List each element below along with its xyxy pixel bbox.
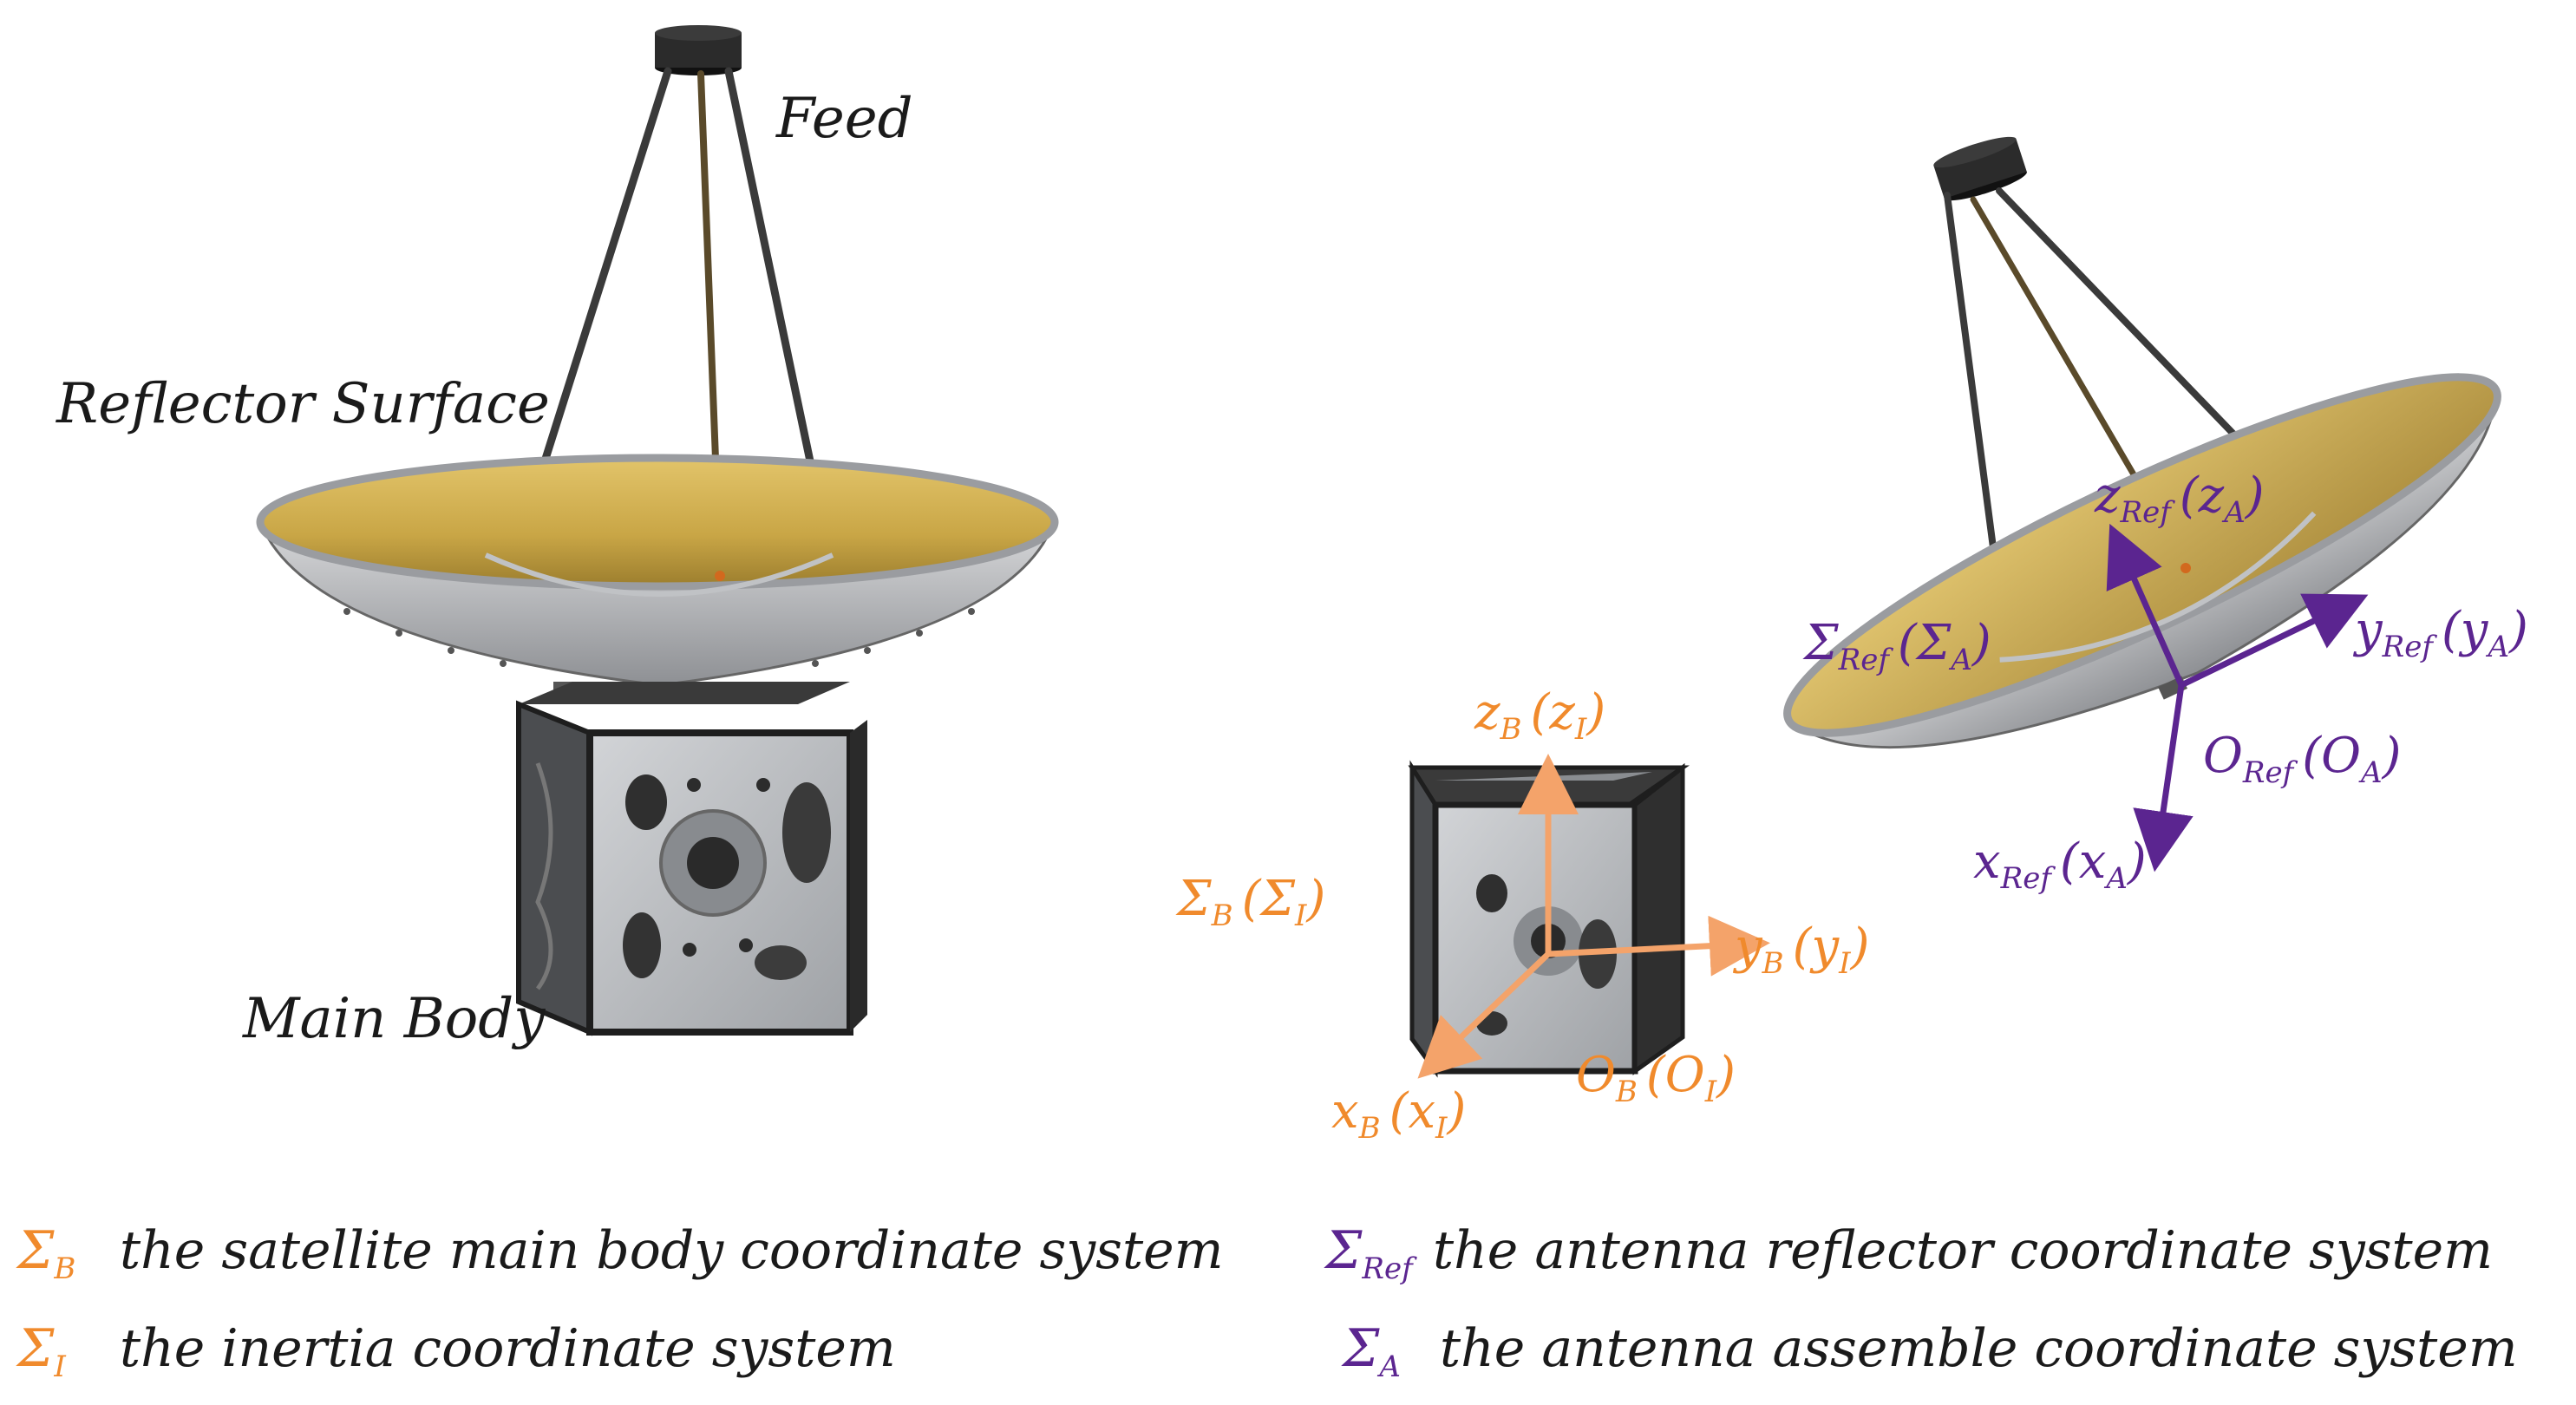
legend-text-a: the antenna assemble coordinate system: [1440, 1318, 2518, 1379]
feed-cap-right: [1933, 136, 2027, 201]
legend-text-b: the satellite main body coordinate syste…: [120, 1220, 1223, 1281]
ref-x-axis: [2133, 682, 2194, 872]
legend-symbol-ref: ΣRef: [1324, 1220, 1417, 1286]
label-sigma-b: ΣB(ΣI): [1175, 871, 1325, 933]
label-o-ref: ORef(OA): [2203, 728, 2401, 790]
body-axes: [1417, 754, 1770, 1079]
label-sigma-ref: ΣRef(ΣA): [1802, 615, 1991, 677]
legend-text-i: the inertia coordinate system: [120, 1318, 896, 1379]
legend-symbol-i: ΣI: [16, 1318, 66, 1384]
body-y-axis: [1545, 915, 1770, 977]
ref-axes: [2106, 523, 2369, 872]
label-z-ref: zRef(zA): [2094, 467, 2265, 530]
cube-middle: [1408, 754, 1770, 1079]
legend: ΣB the satellite main body coordinate sy…: [16, 1220, 2518, 1384]
label-z-b: zB(zI): [1474, 684, 1605, 747]
label-reflector-surface: Reflector Surface: [56, 372, 550, 436]
reflector-right: [1783, 136, 2501, 872]
legend-symbol-b: ΣB: [16, 1220, 75, 1286]
label-feed: Feed: [775, 87, 913, 151]
reflector-dish-right: [1783, 373, 2501, 749]
ref-y-axis: [2178, 593, 2369, 689]
main-body-cube-left: [516, 682, 867, 1036]
label-x-ref: xRef(xA): [1973, 833, 2147, 896]
body-x-axis: [1417, 951, 1552, 1079]
label-main-body: Main Body: [242, 987, 546, 1051]
reflector-dish-left: [256, 454, 1059, 687]
feed-cap-left: [655, 25, 742, 75]
ref-z-axis: [2106, 523, 2185, 689]
label-y-ref: yRef(yA): [2352, 602, 2528, 664]
legend-text-ref: the antenna reflector coordinate system: [1433, 1220, 2493, 1281]
label-x-b: xB(xI): [1331, 1083, 1466, 1146]
satellite-left: [256, 25, 1059, 1036]
label-y-b: yB(yI): [1732, 918, 1869, 981]
legend-symbol-a: ΣA: [1341, 1318, 1401, 1384]
label-o-b: OB(OI): [1576, 1047, 1736, 1109]
